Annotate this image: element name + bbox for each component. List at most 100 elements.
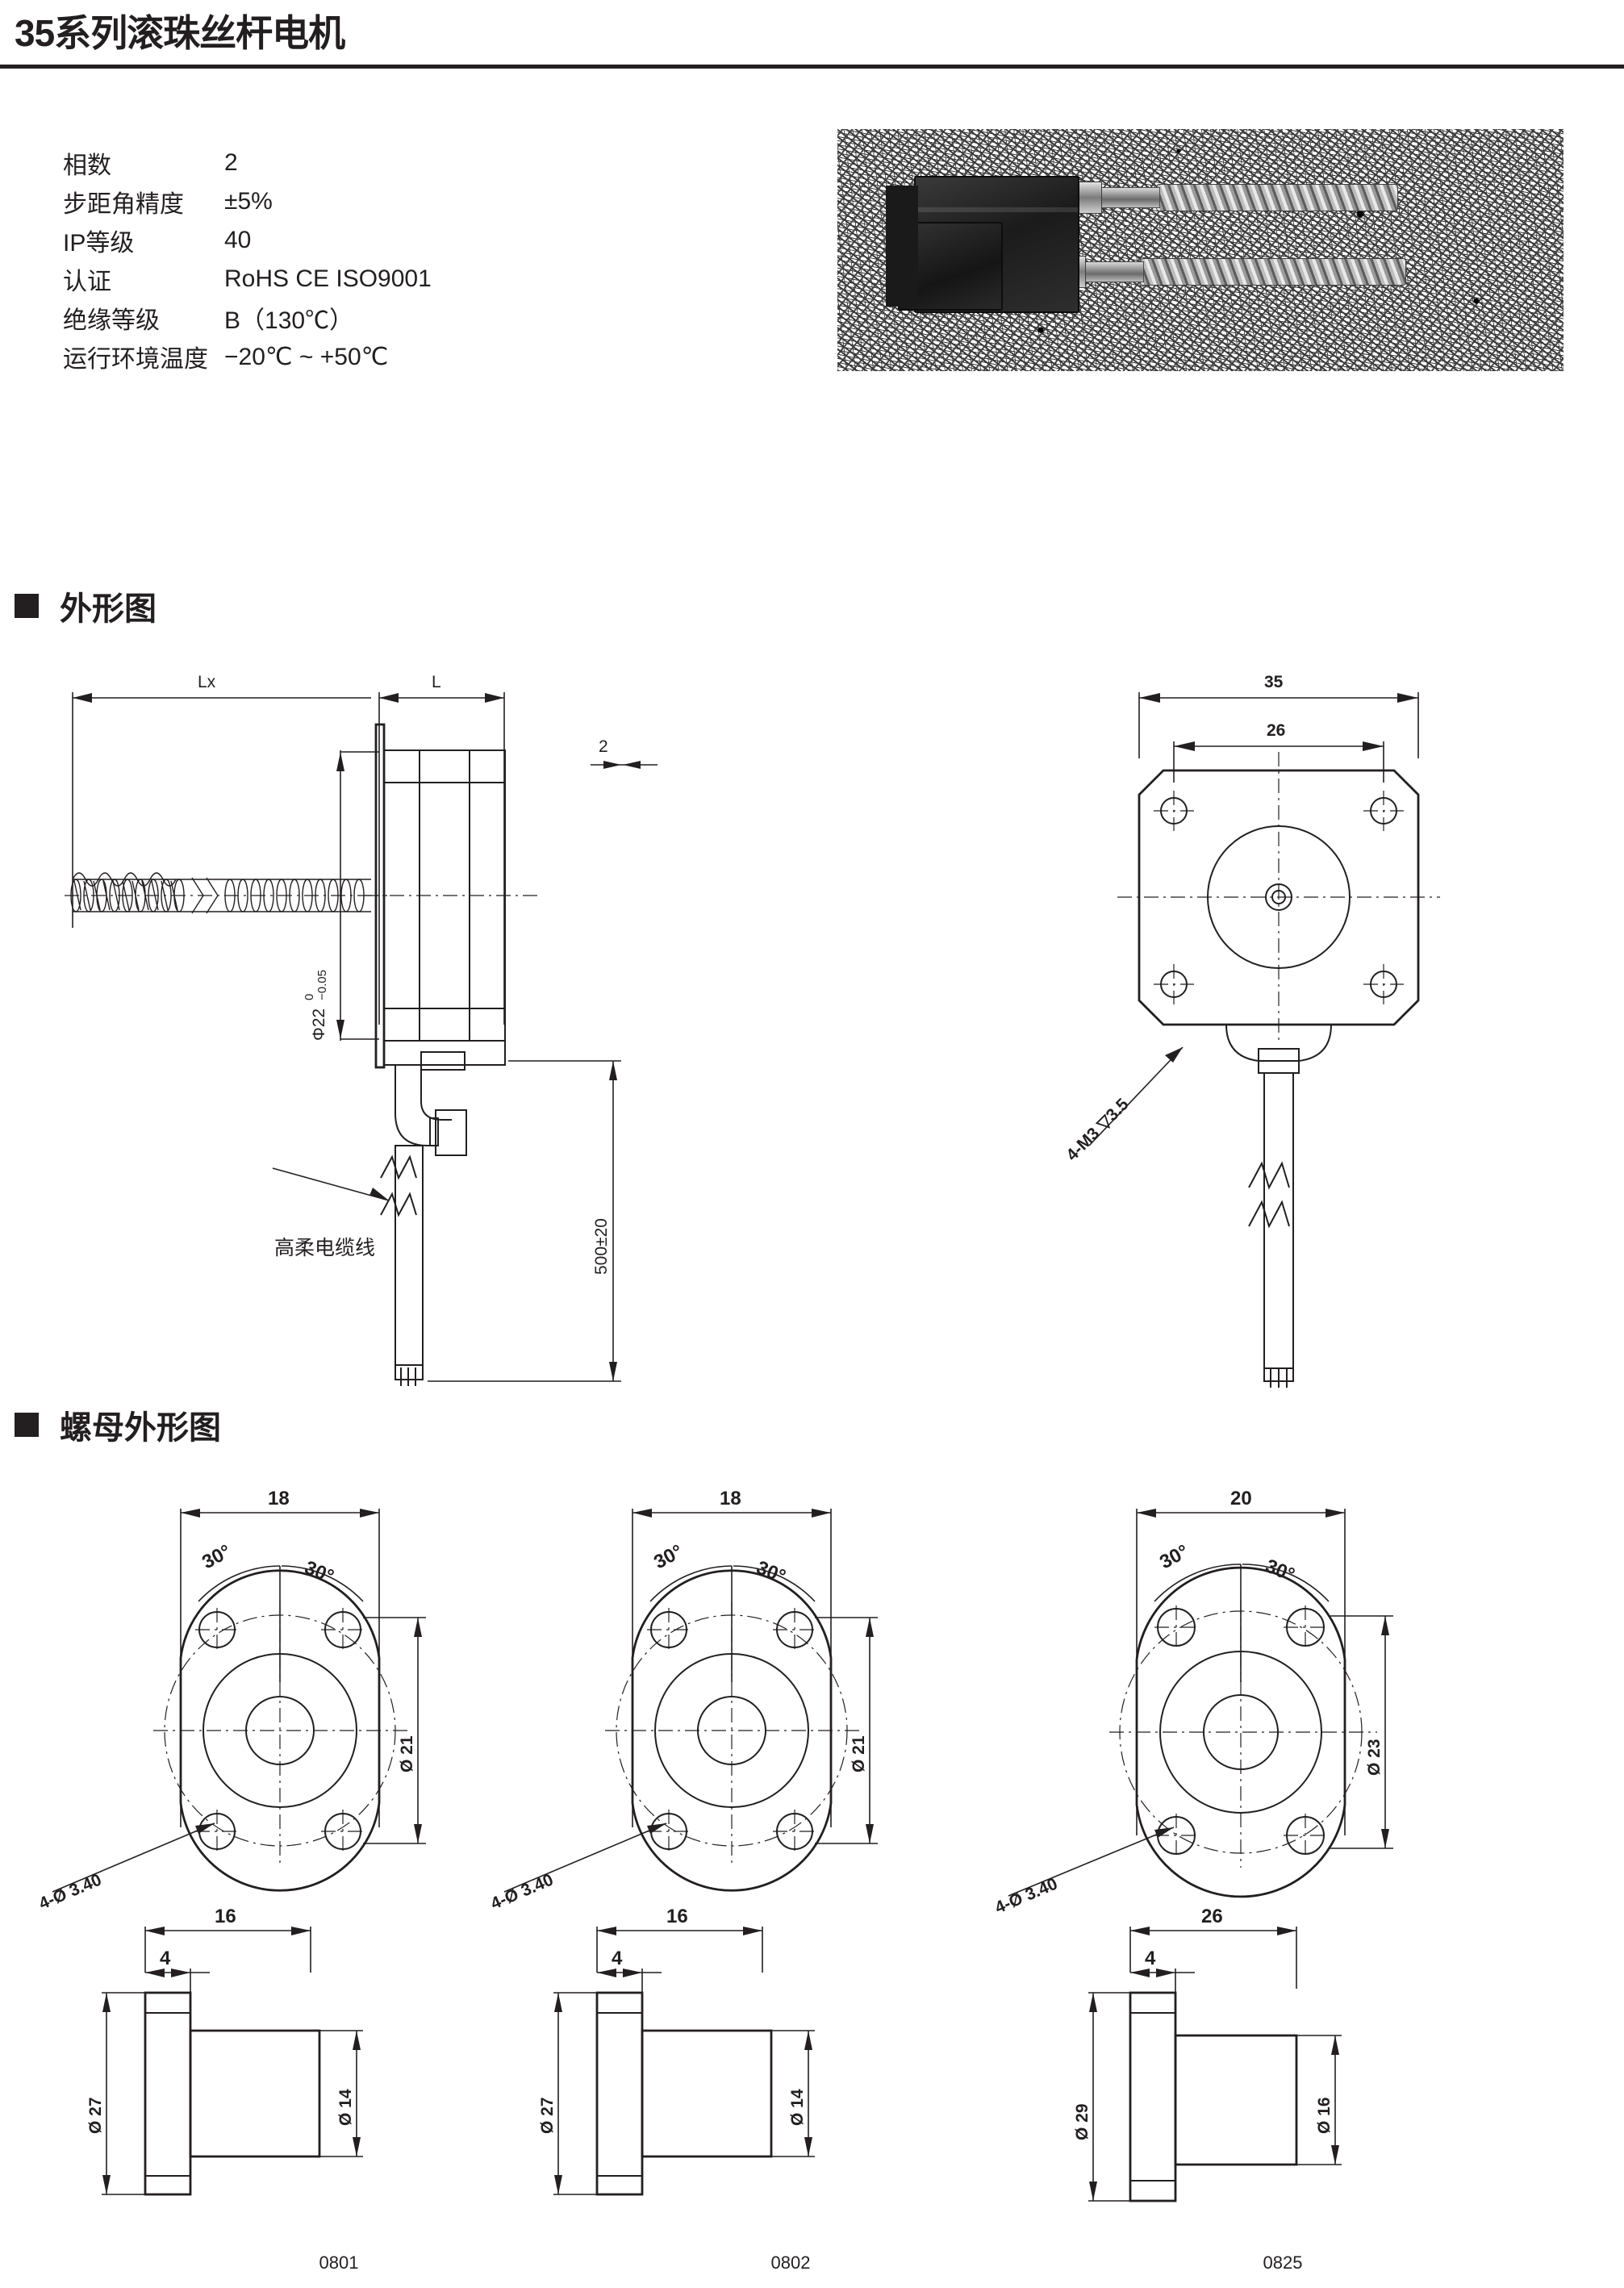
dim-length-label: 26 bbox=[1201, 1906, 1223, 1927]
nut-side-view: 16 4 Ø 27 bbox=[86, 1906, 363, 2196]
photo-motor-fin bbox=[886, 186, 918, 307]
page-title: 35系列滚珠丝杆电机 bbox=[15, 12, 345, 54]
motor-body-side bbox=[363, 723, 541, 1071]
angle-left-label: 30° bbox=[650, 1540, 687, 1573]
dim-flange-thk-label: 4 bbox=[612, 1948, 623, 1969]
section-bullet-icon bbox=[15, 1413, 39, 1437]
nut-face bbox=[153, 1569, 411, 1892]
angle-right-label: 30° bbox=[754, 1557, 789, 1589]
dim-shaft-tol-upper: 0 bbox=[303, 994, 316, 1000]
dim-flange-dia-label: Ø 27 bbox=[538, 2097, 557, 2134]
nut-part-number: 0801 bbox=[319, 2253, 359, 2273]
dim-26: 26 bbox=[1173, 721, 1384, 783]
hole-note: 4-Ø 3.40 bbox=[992, 1827, 1175, 1918]
dim-bolt-circle-label: Ø 21 bbox=[398, 1735, 416, 1772]
nut-drawing-0802: 18 30° 30° bbox=[488, 1488, 1008, 2239]
dim-shaft-dia-label: Φ22 bbox=[310, 1008, 328, 1041]
hole-note: 4-Ø 3.40 bbox=[488, 1822, 667, 1914]
thread-note: 4-M3 ▽3.5 bbox=[1062, 1046, 1184, 1165]
thread-note-label: 4-M3 ▽3.5 bbox=[1062, 1095, 1133, 1165]
spec-label: 步距角精度 bbox=[63, 191, 184, 218]
dim-35: 35 bbox=[1138, 673, 1419, 758]
dim-bolt-circle-label: Ø 21 bbox=[850, 1735, 868, 1772]
spec-label: IP等级 bbox=[63, 230, 135, 257]
angle-left-label: 30° bbox=[198, 1540, 235, 1573]
spec-row: 绝缘等级 B（130℃） bbox=[63, 299, 432, 337]
dim-nut-width-label: 18 bbox=[268, 1488, 290, 1509]
spec-value: −20℃ ~ +50℃ bbox=[224, 343, 389, 370]
dim-bolt-circle: Ø 23 bbox=[1329, 1615, 1393, 1849]
spec-row: 相数 2 bbox=[63, 144, 432, 182]
spec-label: 运行环境温度 bbox=[63, 346, 208, 373]
dim-l-label: L bbox=[432, 673, 441, 691]
hole-note-label: 4-Ø 3.40 bbox=[36, 1871, 104, 1914]
section-bullet-icon bbox=[15, 594, 39, 618]
dim-2-label: 2 bbox=[599, 737, 608, 756]
outline-drawing-front-view: 35 26 bbox=[1062, 662, 1557, 1388]
angle-left-label: 30° bbox=[1156, 1540, 1192, 1573]
nut-drawing-0801: 18 30° 30° bbox=[36, 1488, 557, 2239]
cable-assembly bbox=[272, 1065, 467, 1386]
nut-side-view: 16 4 Ø 27 Ø 14 bbox=[538, 1906, 815, 2196]
dim-bolt-circle: Ø 21 bbox=[363, 1617, 426, 1844]
spec-table: 相数 2 步距角精度 ±5% IP等级 40 认证 RoHS CE ISO900… bbox=[63, 144, 432, 376]
leadscrew-thread bbox=[65, 872, 387, 914]
dim-shaft-tol-lower: −0.05 bbox=[315, 970, 329, 1000]
dim-cable-length: 500±20 bbox=[428, 1060, 621, 1382]
spec-label: 绝缘等级 bbox=[63, 307, 160, 334]
nut-drawing-0825: 20 30° 30° bbox=[992, 1488, 1545, 2239]
section-title: 螺母外形图 bbox=[60, 1410, 221, 1446]
spec-value: B（130℃） bbox=[224, 307, 354, 334]
section-heading-nut-outline: 螺母外形图 bbox=[15, 1401, 221, 1448]
dim-flange-dia-label: Ø 27 bbox=[86, 2097, 105, 2134]
nut-side-view: 26 4 Ø 29 Ø 16 bbox=[1073, 1906, 1342, 2202]
dim-flange-thk-label: 4 bbox=[160, 1948, 171, 1969]
rear-cable-assembly bbox=[1225, 1024, 1332, 1388]
dim-bolt-circle-label: Ø 23 bbox=[1365, 1739, 1384, 1776]
hole-note: 4-Ø 3.40 bbox=[36, 1822, 215, 1914]
dim-l: L bbox=[378, 673, 505, 1025]
dim-length-label: 16 bbox=[215, 1906, 236, 1927]
dim-length-label: 16 bbox=[666, 1906, 688, 1927]
spec-value: RoHS CE ISO9001 bbox=[224, 265, 432, 292]
cable-callout-label: 高柔电缆线 bbox=[274, 1237, 376, 1259]
spec-row: 运行环境温度 −20℃ ~ +50℃ bbox=[63, 337, 432, 376]
dim-nut-width-label: 20 bbox=[1230, 1488, 1252, 1509]
nut-face bbox=[605, 1569, 863, 1892]
spec-row: 认证 RoHS CE ISO9001 bbox=[63, 260, 432, 299]
nut-face bbox=[1109, 1566, 1377, 1898]
spec-value: ±5% bbox=[224, 188, 273, 215]
spec-label: 相数 bbox=[63, 152, 111, 179]
photo-leadscrew-upper bbox=[1156, 184, 1398, 211]
dim-shaft-diameter: Φ22 0 −0.05 bbox=[303, 750, 379, 1041]
title-divider bbox=[0, 65, 1624, 69]
dim-cable-length-label: 500±20 bbox=[592, 1218, 611, 1275]
dim-35-label: 35 bbox=[1264, 673, 1284, 691]
dim-lx-label: Lx bbox=[198, 673, 216, 691]
product-photo bbox=[837, 129, 1563, 371]
dim-body-dia-label: Ø 14 bbox=[336, 2089, 355, 2126]
dim-body-dia-label: Ø 14 bbox=[788, 2089, 807, 2126]
nut-part-number: 0802 bbox=[770, 2253, 811, 2273]
motor-face bbox=[1117, 752, 1440, 1042]
dim-flange-dia-label: Ø 29 bbox=[1073, 2103, 1092, 2140]
dim-26-label: 26 bbox=[1267, 721, 1285, 740]
spec-row: IP等级 40 bbox=[63, 221, 432, 260]
dim-flange-thk-label: 4 bbox=[1145, 1948, 1156, 1969]
spec-row: 步距角精度 ±5% bbox=[63, 182, 432, 221]
spec-label: 认证 bbox=[63, 269, 111, 295]
angle-dims: 30° 30° bbox=[649, 1540, 816, 1682]
dim-bolt-circle: Ø 21 bbox=[815, 1617, 878, 1844]
nut-part-number: 0825 bbox=[1263, 2253, 1303, 2273]
angle-dims: 30° 30° bbox=[198, 1540, 364, 1682]
outline-drawing-side-view: Lx L 2 bbox=[56, 662, 1008, 1386]
dim-body-dia-label: Ø 16 bbox=[1315, 2097, 1334, 2134]
photo-leadscrew-lower bbox=[1140, 258, 1406, 286]
dim-lx: Lx bbox=[72, 673, 371, 928]
angle-right-label: 30° bbox=[302, 1557, 337, 1589]
spec-value: 2 bbox=[224, 149, 238, 176]
dim-nut-width-label: 18 bbox=[720, 1488, 741, 1509]
section-heading-outline: 外形图 bbox=[15, 582, 157, 629]
section-title: 外形图 bbox=[60, 591, 157, 627]
